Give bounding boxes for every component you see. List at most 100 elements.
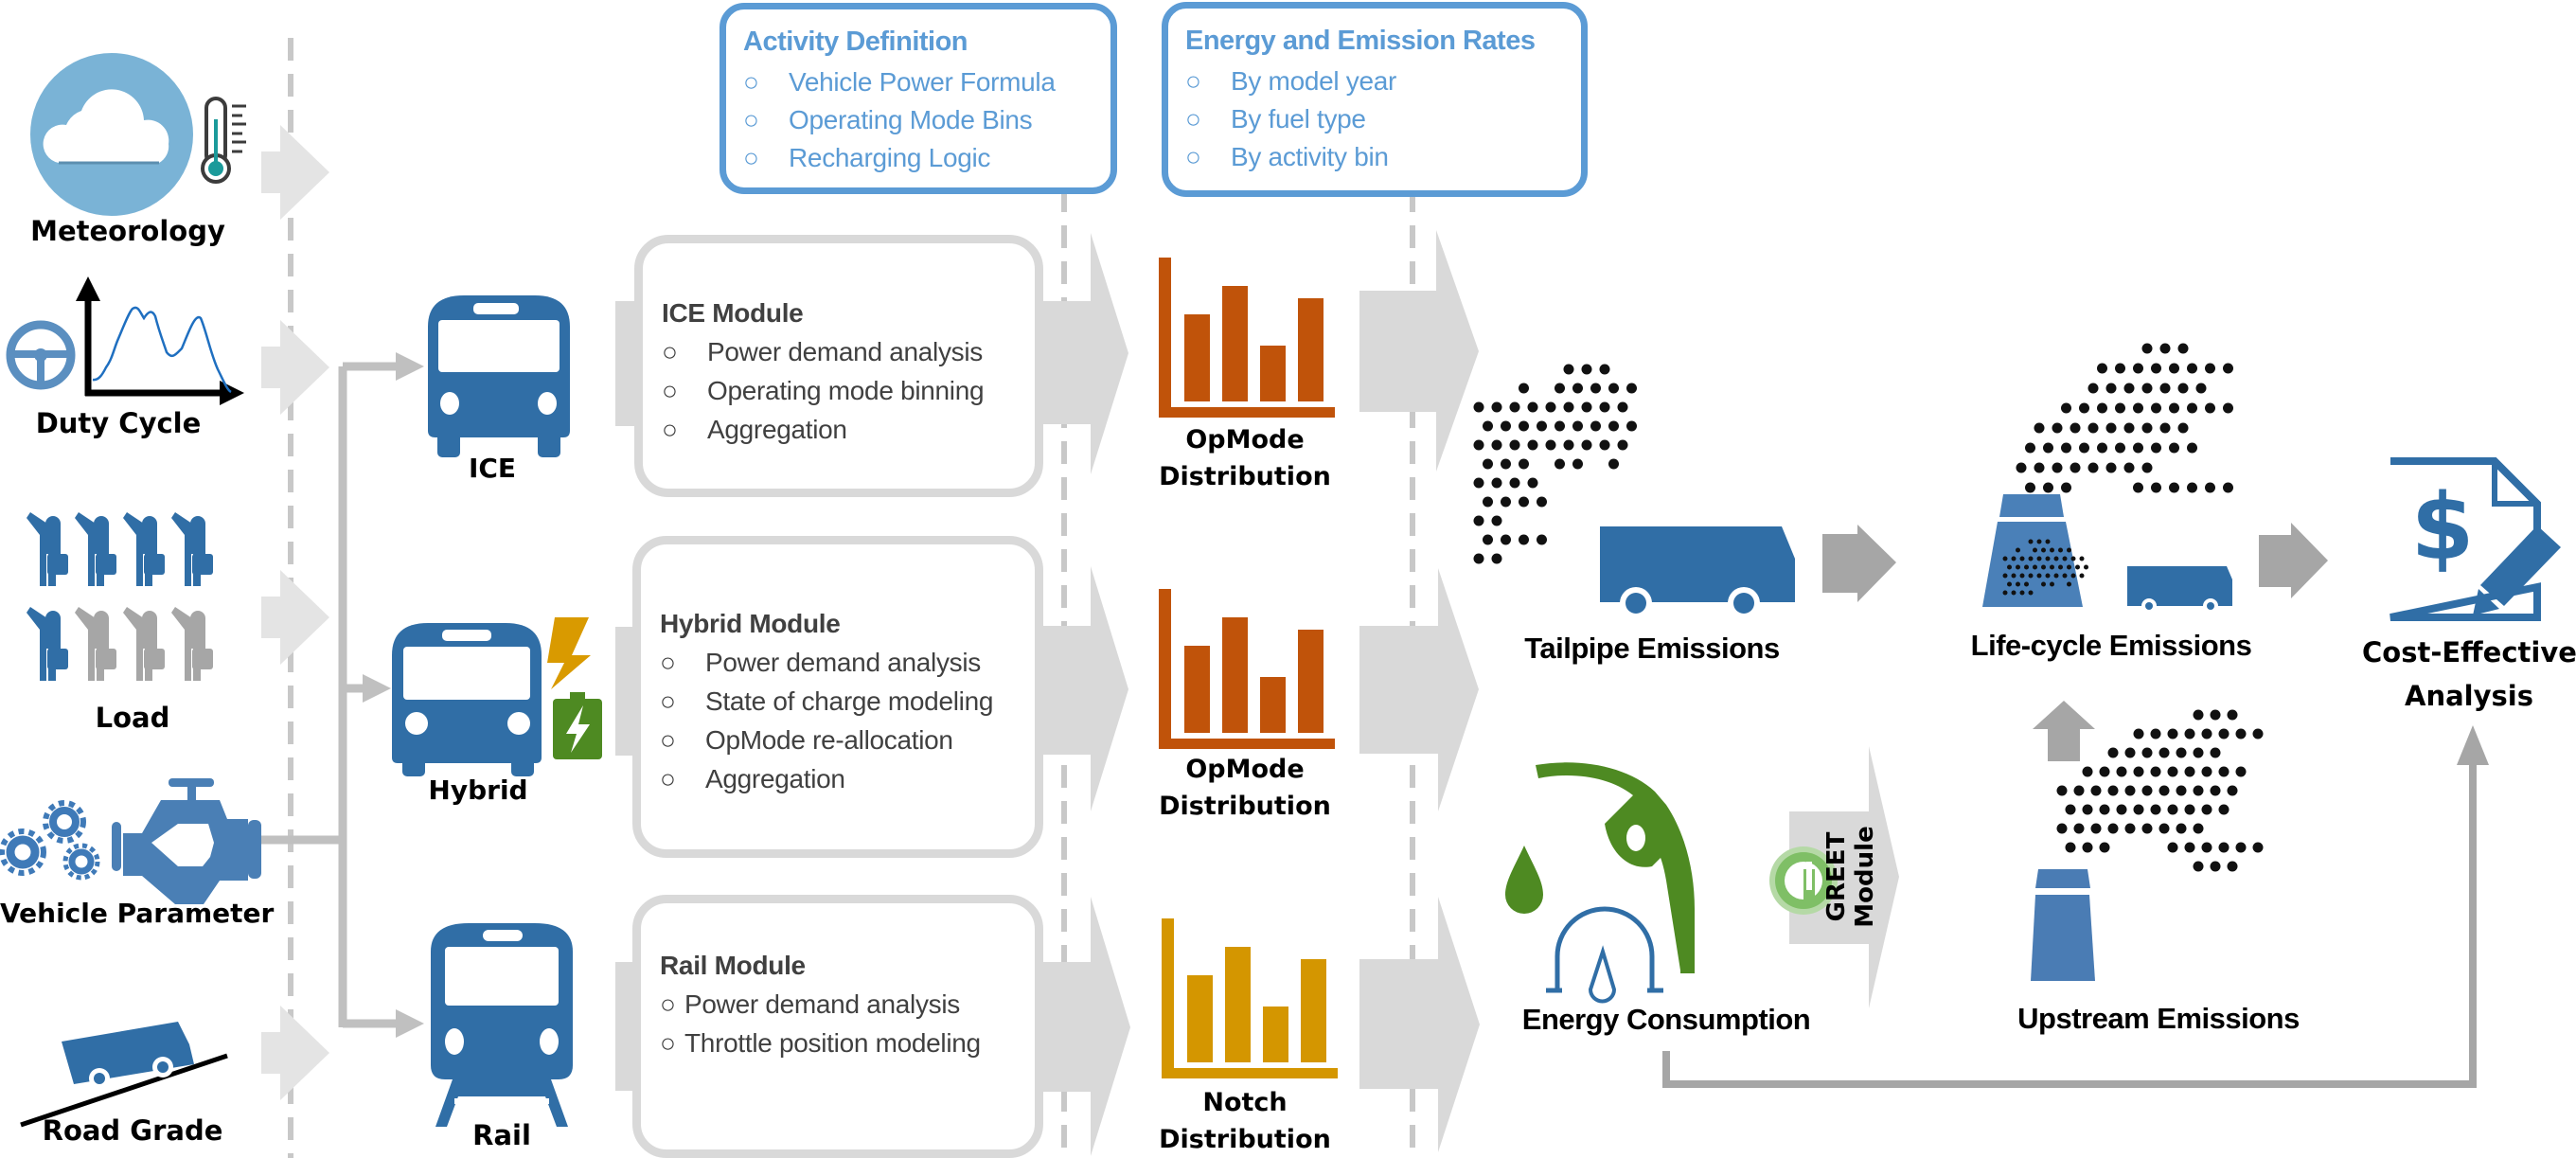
smoke-dot [1537, 496, 1547, 508]
energy-to-cost-connector [1662, 762, 2477, 1088]
smoke-dot [1590, 420, 1601, 432]
smoke-dot [2045, 573, 2051, 579]
arrow-upstream-to-lifecycle [2033, 701, 2095, 761]
chart-y-axis [1159, 589, 1171, 748]
smoke-dot [1519, 458, 1529, 470]
smoke-dot [2150, 766, 2161, 777]
smoke-dot [1527, 477, 1538, 489]
smoke-dot [2141, 785, 2153, 796]
smoke-dot [2075, 564, 2080, 570]
arrow-dist2-out [1359, 568, 1479, 811]
smoke-dot [2011, 573, 2016, 579]
smoke-dot [2028, 573, 2034, 579]
smoke-dot [1501, 420, 1511, 432]
smoke-dot [1599, 439, 1610, 451]
energy-consumption-label: Energy Consumption [1521, 1003, 1811, 1036]
smoke-dot [2079, 402, 2089, 414]
smoke-dot [1491, 515, 1502, 526]
chart-y-axis [1162, 918, 1174, 1078]
passengers-icon [27, 512, 213, 681]
smoke-dot [2061, 402, 2071, 414]
fuel-nozzle-icon [1536, 762, 1695, 973]
hybrid-bus-icon [392, 623, 542, 776]
activity-item: ○Vehicle Power Formula [743, 67, 1056, 97]
smoke-dot [1554, 458, 1565, 470]
arrow-ice-out [1032, 233, 1128, 474]
smoke-dot [2070, 462, 2081, 473]
smoke-dot [2061, 442, 2071, 454]
smoke-dot [2159, 823, 2170, 834]
speed-trace-chart-icon [76, 276, 244, 405]
smoke-dot [2252, 728, 2264, 739]
smoke-dot [1537, 534, 1547, 545]
smoke-dot [2115, 402, 2125, 414]
rates-item: ○By fuel type [1185, 104, 1366, 134]
smoke-dot [2124, 823, 2136, 834]
ice-label: ICE [468, 453, 517, 484]
smoke-dot [2193, 823, 2204, 834]
smoke-dot [2050, 547, 2054, 553]
smoke-dot [2141, 422, 2153, 434]
smoke-dot [1483, 458, 1493, 470]
passenger-figure [75, 607, 116, 681]
module-item: ○Aggregation [660, 764, 845, 793]
arrow-meteorology [261, 125, 329, 220]
smoke-dot [2099, 804, 2110, 815]
smoke-dot [2227, 861, 2238, 872]
smoke-dot [1554, 383, 1565, 394]
cloud-icon [30, 53, 193, 216]
smoke-dot [2227, 785, 2238, 796]
smoke-dot [1483, 534, 1493, 545]
smoke-dot [2024, 564, 2029, 570]
rail-module-title: Rail Module [660, 951, 806, 980]
input-arrows [261, 125, 329, 1100]
road-grade-label: Road Grade [42, 1114, 223, 1147]
activity-item: ○Recharging Logic [743, 143, 991, 172]
chart-bar [1187, 975, 1213, 1062]
smoke-dot [2141, 462, 2153, 473]
smoke-dot [2097, 363, 2107, 374]
smoke-dot [2201, 842, 2212, 853]
ice-bus-icon [428, 295, 570, 457]
smoke-dot [2116, 804, 2127, 815]
smoke-dot [2107, 823, 2119, 834]
smoke-dot [2097, 442, 2107, 454]
smoke-dot [1572, 383, 1583, 394]
smoke-dot [2193, 747, 2204, 758]
smoke-dot [2050, 564, 2054, 570]
smoke-dot [1483, 420, 1493, 432]
smoke-dot [2205, 402, 2215, 414]
lightning-bolt-icon [547, 617, 591, 689]
smoke-dot [2176, 747, 2187, 758]
smoke-dot [2115, 363, 2125, 374]
smoke-dot [1519, 496, 1529, 508]
arrow-tailpipe-to-lifecycle [1614, 525, 1896, 602]
smoke-dot [2184, 842, 2195, 853]
distribution-chart [1162, 918, 1338, 1078]
smoke-dot [2150, 804, 2161, 815]
lifecycle-smoke-icon [2016, 343, 2233, 493]
smoke-dot [2090, 785, 2102, 796]
smoke-dot [1473, 439, 1484, 451]
smoke-dot [2062, 573, 2068, 579]
smoke-dot [2187, 402, 2197, 414]
smoke-dot [2133, 442, 2143, 454]
smoke-dot [1554, 420, 1565, 432]
thermometer-icon [201, 97, 246, 184]
smoke-dot [2187, 442, 2197, 454]
smoke-dot [2169, 482, 2179, 493]
smoke-dot [2159, 747, 2170, 758]
smoke-dot [1509, 401, 1520, 413]
cost-document-icon: $ [2389, 457, 2541, 621]
hybrid-label: Hybrid [428, 775, 528, 806]
chart-bar [1263, 1007, 1288, 1062]
smoke-dot [1473, 477, 1484, 489]
upstream-stack-icon [2031, 869, 2095, 981]
smoke-dot [2090, 823, 2102, 834]
smoke-dot [2218, 842, 2230, 853]
smoke-dot [2011, 590, 2016, 596]
smoke-dot [2019, 590, 2025, 596]
smoke-dot [1473, 553, 1484, 564]
smoke-dot [2205, 363, 2215, 374]
